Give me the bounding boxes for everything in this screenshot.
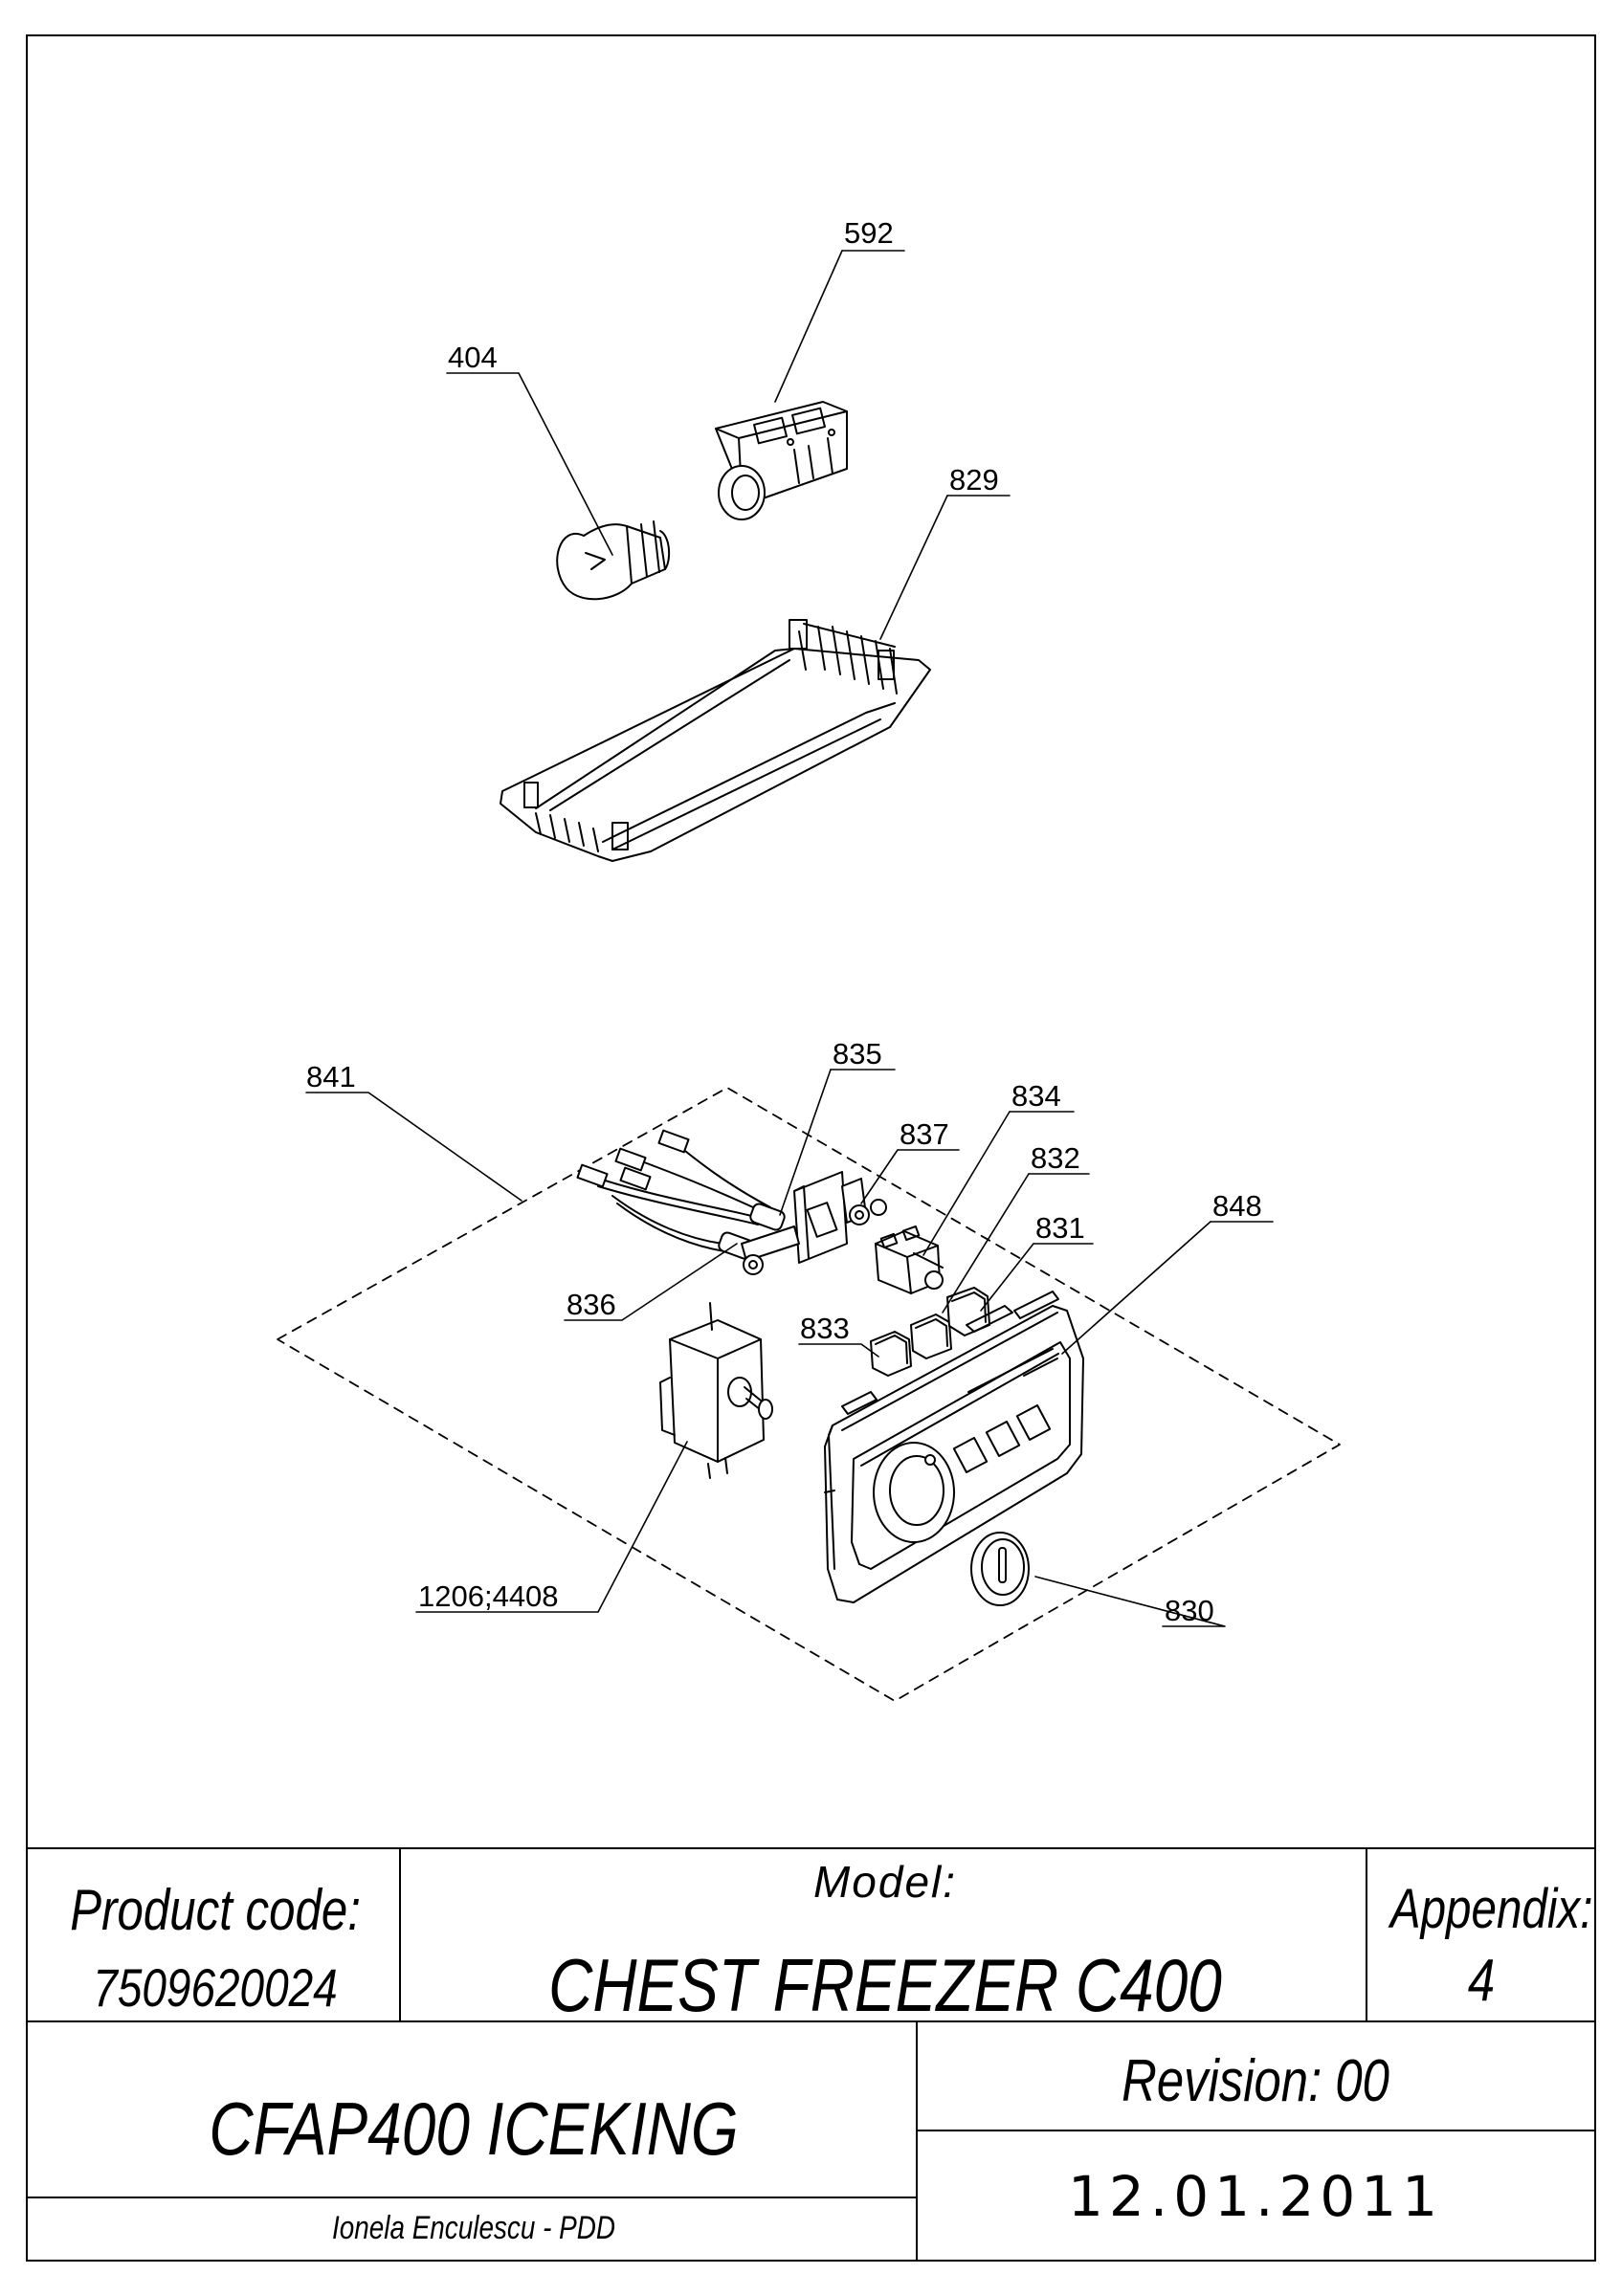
callout-1206-4408: 1206;4408: [418, 1579, 559, 1613]
callout-830: 830: [1165, 1594, 1214, 1627]
rocker-switch-part: [875, 1225, 944, 1294]
revision: Revision: 00: [1122, 2048, 1389, 2114]
button-cap-832-part: [910, 1314, 952, 1359]
callout-831: 831: [1035, 1211, 1085, 1245]
revision-date: 12.01.2011: [1067, 2164, 1444, 2229]
switch-bracket-part: [741, 1171, 887, 1275]
callout-835: 835: [833, 1037, 882, 1071]
drawing-frame: [26, 34, 1596, 2262]
model-value: CHEST FREEZER C400: [548, 1943, 1222, 2027]
callout-836: 836: [567, 1288, 616, 1321]
control-panel-housing-part: [824, 1291, 1084, 1603]
callout-592: 592: [844, 216, 894, 250]
button-cap-833-part: [870, 1331, 912, 1377]
wire-harness-part: [576, 1129, 786, 1260]
title-block-grid: [27, 1847, 1595, 2261]
thermostat-part: [659, 1302, 773, 1479]
callout-832: 832: [1031, 1141, 1080, 1175]
appendix-value: 4: [1467, 1948, 1496, 2014]
callout-leaders: [305, 250, 1274, 1627]
callout-404: 404: [448, 341, 498, 374]
author: Ionela Enculescu - PDD: [332, 2210, 615, 2246]
callout-834: 834: [1011, 1079, 1061, 1113]
callout-841: 841: [306, 1060, 356, 1093]
callout-837: 837: [900, 1117, 949, 1151]
product-code-label: Product code:: [70, 1878, 361, 1942]
control-assembly-boundary: [277, 1087, 1341, 1702]
lamp-bulb-part: [556, 520, 671, 601]
callout-848: 848: [1212, 1189, 1262, 1223]
callout-833: 833: [800, 1312, 850, 1345]
callout-829: 829: [949, 463, 999, 497]
lamp-cover-part: [500, 619, 931, 862]
thermostat-knob-part: [970, 1532, 1030, 1606]
lamp-holder-part: [715, 401, 848, 520]
product-code-value: 7509620024: [93, 1957, 338, 2018]
model-label: Model:: [812, 1857, 958, 1907]
appendix-label: Appendix:: [1389, 1878, 1593, 1940]
product-name: CFAP400 ICEKING: [209, 2086, 739, 2171]
